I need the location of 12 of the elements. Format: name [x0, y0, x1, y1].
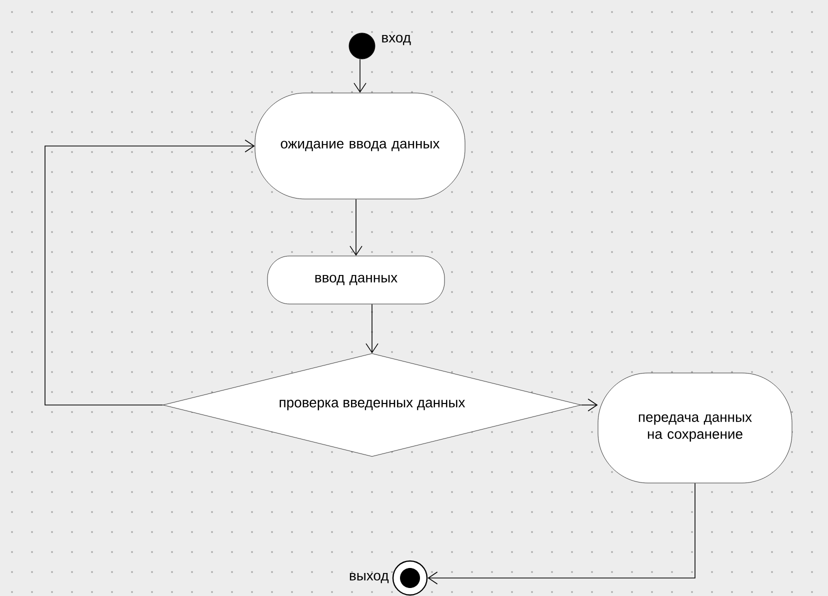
arrow [428, 482, 696, 584]
arrow [580, 398, 598, 412]
arrow [44, 140, 255, 406]
end-marker [392, 560, 428, 596]
start-dot [348, 32, 376, 60]
arrow [366, 304, 378, 354]
arrow [350, 198, 362, 256]
node-caption: выход [350, 572, 389, 584]
arrow [354, 58, 366, 93]
activity-box: ввод данных [267, 256, 445, 304]
node-caption: вход [382, 34, 411, 46]
activity-box: ожидание ввода данных [254, 92, 466, 200]
